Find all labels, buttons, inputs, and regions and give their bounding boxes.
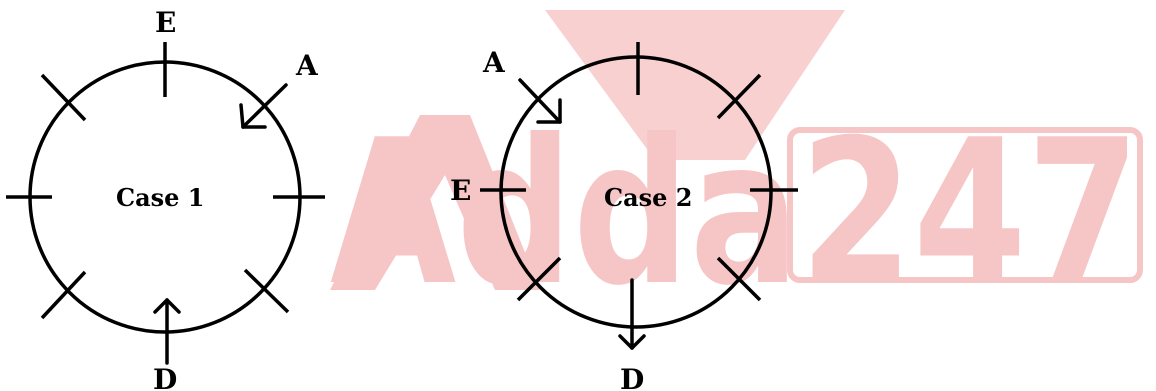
case2-arrow-a	[518, 78, 562, 124]
watermark-text: Adda247	[330, 97, 1140, 330]
case2-arrow-d	[618, 278, 646, 350]
case1-seat-top-left	[40, 73, 87, 122]
case2-table-circle	[499, 55, 773, 329]
watermark: Adda247	[330, 10, 1143, 330]
case2-label-d: D	[620, 363, 644, 391]
case2-seat-bottom-left	[516, 256, 562, 302]
case1-diagram: E A D Case 1	[6, 6, 325, 391]
case2-label-a: A	[482, 46, 506, 79]
watermark-logo-a-stroke	[330, 115, 540, 290]
case1-seat-bottom-left	[40, 270, 87, 320]
case1-title: Case 1	[116, 183, 205, 212]
watermark-box	[787, 127, 1143, 283]
case1-label-d: D	[153, 363, 177, 391]
case2-diagram: A E D Case 2	[450, 42, 798, 391]
case2-title: Case 2	[604, 183, 693, 212]
case1-label-e: E	[155, 6, 176, 39]
watermark-logo-a	[545, 10, 845, 160]
case1-arrow-a	[239, 83, 288, 129]
case2-seat-top-right	[716, 73, 762, 120]
case1-arrow-d	[153, 298, 181, 365]
case2-label-e: E	[450, 174, 471, 207]
case2-seat-bottom-right	[716, 256, 762, 302]
case1-label-a: A	[295, 49, 319, 82]
case1-seat-bottom-right	[243, 268, 290, 314]
